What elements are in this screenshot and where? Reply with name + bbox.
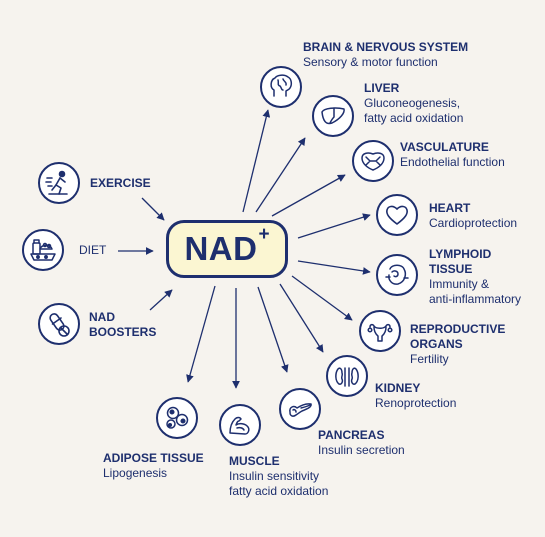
vasculature-label: VASCULATURE Endothelial function: [400, 140, 505, 170]
liver-subtitle-2: fatty acid oxidation: [364, 111, 464, 125]
adipose-subtitle: Lipogenesis: [103, 466, 168, 480]
muscle-title: MUSCLE: [229, 454, 280, 468]
vasculature-title: VASCULATURE: [400, 140, 489, 154]
brain-title: BRAIN & NERVOUS SYSTEM: [303, 40, 469, 54]
liver-subtitle-1: Gluconeogenesis,: [364, 96, 461, 110]
lymphoid-title-1: LYMPHOID: [429, 247, 492, 261]
adipose-label: ADIPOSE TISSUE Lipogenesis: [103, 451, 204, 481]
kidney-title: KIDNEY: [375, 381, 421, 395]
vasculature-subtitle: Endothelial function: [400, 155, 505, 169]
uterus-icon: [359, 310, 401, 352]
kidney-subtitle: Renoprotection: [375, 396, 457, 410]
arrow-vasculature: [271, 174, 346, 217]
arrow-nad-boosters: [149, 289, 173, 311]
arrow-reproductive: [291, 275, 353, 321]
heart-title: HEART: [429, 201, 471, 215]
liver-title: LIVER: [364, 81, 400, 95]
muscle-label: MUSCLE Insulin sensitivity fatty acid ox…: [229, 454, 328, 499]
pancreas-subtitle: Insulin secretion: [318, 443, 405, 457]
heart-icon: [376, 194, 418, 236]
arrow-brain: [242, 109, 271, 213]
diet-icon: [22, 229, 64, 271]
adipose-title: ADIPOSE TISSUE: [103, 451, 204, 465]
pancreas-icon: [279, 388, 321, 430]
vasculature-icon: [352, 140, 394, 182]
muscle-subtitle-1: Insulin sensitivity: [229, 469, 320, 483]
lymphoid-subtitle-2: anti-inflammatory: [429, 292, 522, 306]
heart-subtitle: Cardioprotection: [429, 216, 518, 230]
reproductive-subtitle: Fertility: [410, 352, 449, 366]
muscle-subtitle-2: fatty acid oxidation: [229, 484, 329, 498]
arrow-adipose: [186, 285, 216, 383]
reproductive-label: REPRODUCTIVE ORGANS Fertility: [410, 322, 505, 367]
lymphoid-subtitle-1: Immunity &: [429, 277, 490, 291]
arrow-kidney: [279, 283, 324, 353]
kidney-icon: [326, 355, 368, 397]
exercise-label: EXERCISE: [90, 176, 151, 190]
pills-icon: [38, 303, 80, 345]
nad-boosters-label-1: NAD: [89, 310, 115, 324]
reproductive-title-1: REPRODUCTIVE: [410, 322, 506, 336]
reproductive-title-2: ORGANS: [410, 337, 463, 351]
liver-icon: [312, 95, 354, 137]
diet-label: DIET: [79, 243, 107, 257]
nad-plus-box: NAD+: [166, 220, 288, 278]
kidney-label: KIDNEY Renoprotection: [375, 381, 456, 411]
liver-label: LIVER Gluconeogenesis, fatty acid oxidat…: [364, 81, 463, 126]
pancreas-title: PANCREAS: [318, 428, 385, 442]
lymphoid-title-2: TISSUE: [429, 262, 473, 276]
arrow-liver: [255, 137, 306, 213]
arrow-pancreas: [257, 286, 289, 373]
arrow-lymphoid: [297, 260, 371, 275]
lymphoid-label: LYMPHOID TISSUE Immunity & anti-inflamma…: [429, 247, 521, 307]
brain-label: BRAIN & NERVOUS SYSTEM Sensory & motor f…: [303, 40, 468, 70]
pancreas-label: PANCREAS Insulin secretion: [318, 428, 405, 458]
nad-superscript: +: [258, 224, 270, 245]
heart-label: HEART Cardioprotection: [429, 201, 517, 231]
arrow-exercise: [141, 197, 165, 221]
arrow-heart: [297, 213, 371, 239]
adipose-cells-icon: [156, 397, 198, 439]
exercise-icon: [38, 162, 80, 204]
nad-boosters-label-2: BOOSTERS: [89, 325, 157, 339]
brain-subtitle: Sensory & motor function: [303, 55, 438, 69]
nad-label: NAD: [184, 230, 258, 267]
muscle-icon: [219, 404, 261, 446]
lymph-node-icon: [376, 254, 418, 296]
brain-icon: [260, 66, 302, 108]
